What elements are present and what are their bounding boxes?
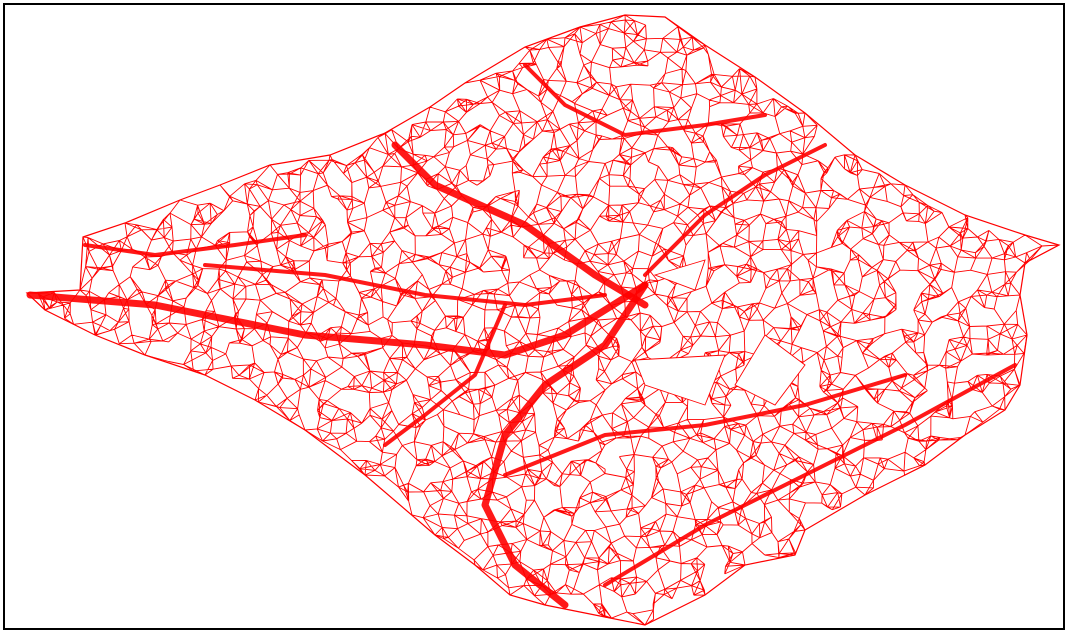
dense-corridor [203, 263, 607, 307]
dense-corridor [391, 141, 649, 309]
sparse-region [634, 354, 726, 406]
dense-corridor [481, 281, 649, 609]
dense-corridor [523, 63, 767, 137]
dense-corridor [603, 363, 1017, 587]
mesh-edge-path [26, 14, 1060, 626]
mesh-outline [25, 14, 1061, 626]
dense-corridor [83, 233, 307, 257]
dense-corridor [383, 303, 507, 447]
dense-corridors [26, 63, 1017, 609]
dense-corridor [643, 143, 827, 277]
figure-frame [3, 3, 1065, 630]
sparse-region [734, 334, 806, 406]
sparse-region [653, 259, 706, 291]
tin-terrain-mesh [25, 14, 1061, 626]
dense-corridor [503, 373, 907, 477]
dense-corridor [26, 281, 649, 359]
mesh-edges [25, 14, 1061, 626]
